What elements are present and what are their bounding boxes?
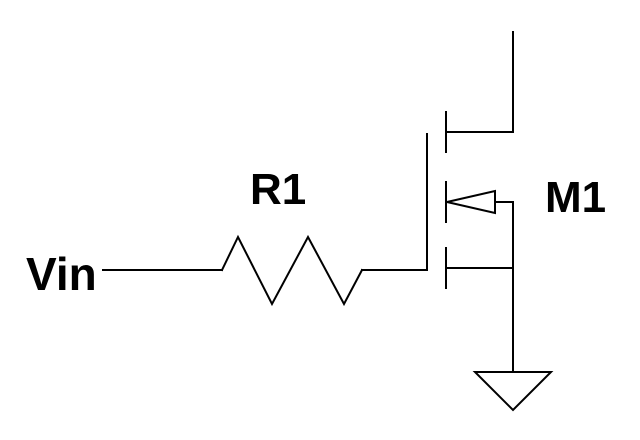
drain-lead	[445, 31, 514, 133]
ground-symbol	[472, 371, 554, 412]
resistor-r1	[220, 234, 364, 307]
transistor-label: M1	[545, 173, 606, 222]
body-arrow	[446, 189, 496, 215]
input-label: Vin	[26, 248, 97, 300]
resistor-label: R1	[250, 165, 306, 214]
